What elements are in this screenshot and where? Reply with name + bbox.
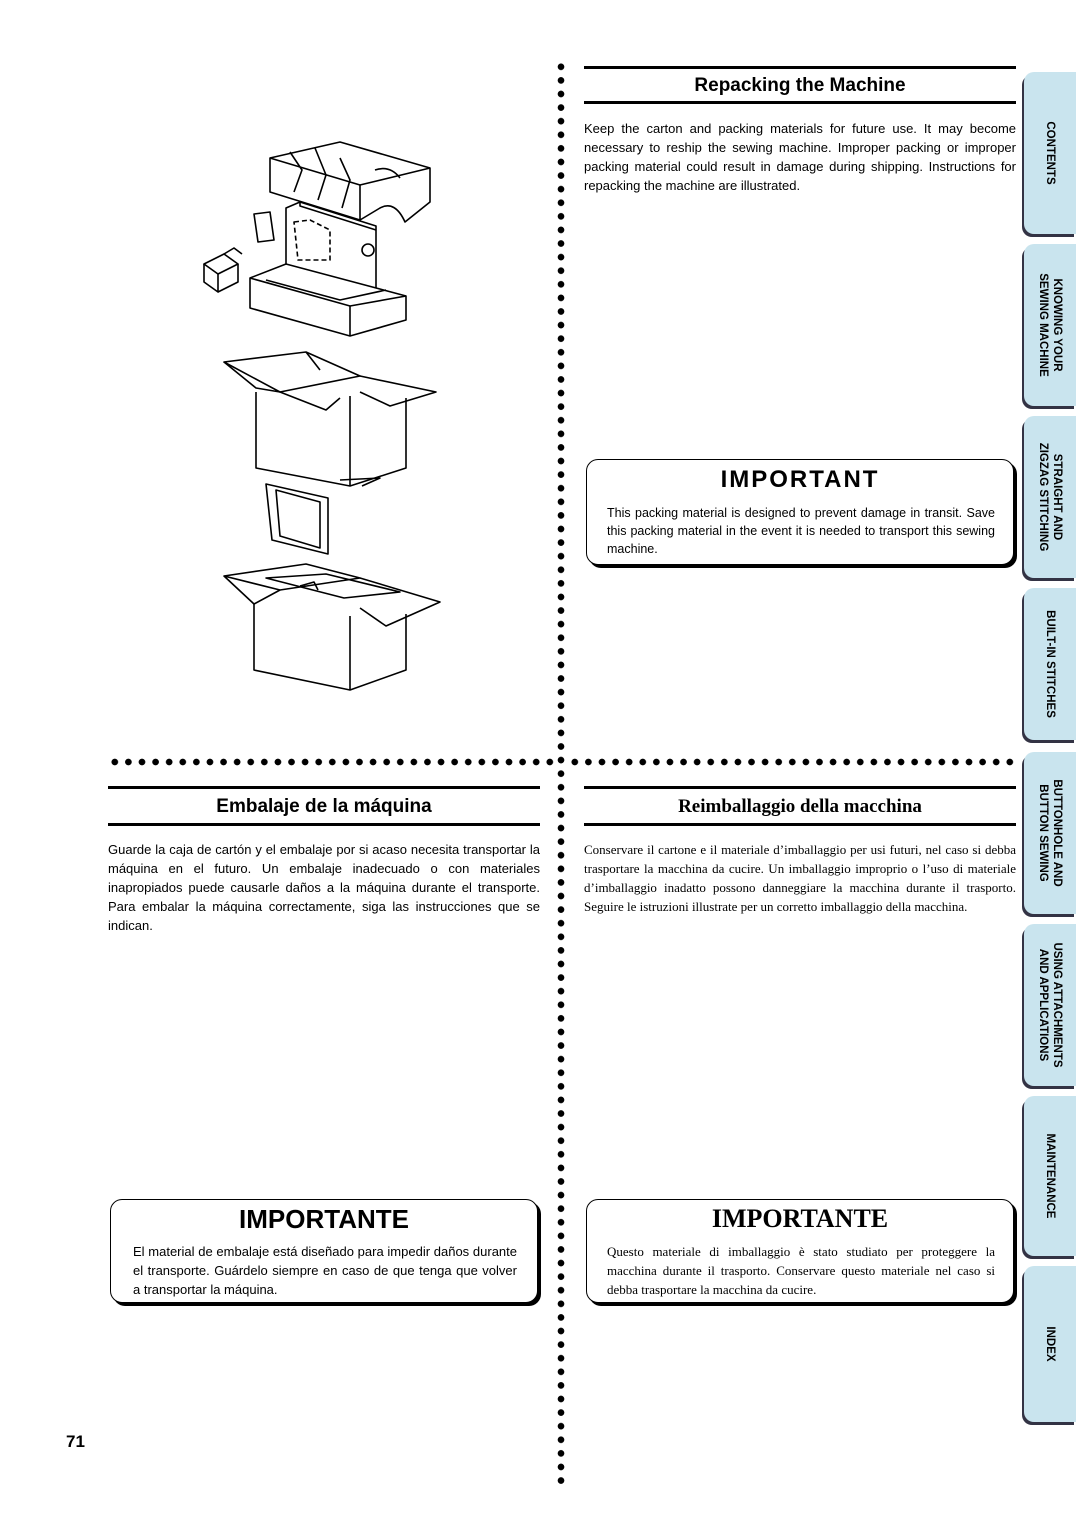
important-title-es: IMPORTANTE — [239, 1204, 409, 1234]
tab-index-label: INDEX — [1044, 1326, 1056, 1362]
important-text-en: This packing material is designed to pre… — [607, 506, 995, 556]
carton-open — [223, 351, 437, 487]
tab-contents[interactable]: CONTENTS — [1024, 72, 1076, 234]
page-number: 71 — [66, 1432, 85, 1451]
body-text-en: Keep the carton and packing materials fo… — [584, 121, 1016, 193]
horizontal-dotted-divider-left — [108, 756, 558, 768]
important-box-en: IMPORTANT This packing material is desig… — [586, 459, 1014, 565]
tab-index[interactable]: INDEX — [1024, 1266, 1076, 1422]
important-title-it: IMPORTANTE — [711, 1204, 889, 1233]
important-box-es: IMPORTANTE El material de embalaje está … — [110, 1199, 538, 1303]
important-title-en: IMPORTANT — [720, 466, 880, 493]
section-heading-es: Embalaje de la máquina — [108, 786, 540, 826]
tab-built-in-label: BUILT-IN STITCHES — [1044, 610, 1056, 718]
cardboard-insert — [265, 483, 329, 555]
manual-booklet — [253, 211, 275, 243]
important-text-es: El material de embalaje está diseñado pa… — [133, 1244, 517, 1297]
body-text-es: Guarde la caja de cartón y el embalaje p… — [108, 842, 540, 933]
tab-built-in-stitches[interactable]: BUILT-IN STITCHES — [1024, 588, 1076, 740]
section-heading-en: Repacking the Machine — [584, 66, 1016, 104]
body-text-it: Conservare il cartone e il materiale d’i… — [584, 842, 1016, 914]
bottom-foam-tray — [249, 263, 407, 337]
repacking-illustration — [203, 141, 441, 691]
carton-packed — [223, 563, 441, 691]
tab-maintenance-label: MAINTENANCE — [1044, 1133, 1056, 1219]
tab-maintenance[interactable]: MAINTENANCE — [1024, 1096, 1076, 1256]
important-box-it: IMPORTANTE Questo materiale di imballagg… — [586, 1199, 1014, 1303]
vertical-dotted-divider — [556, 60, 566, 1490]
section-heading-it: Reimballaggio della macchina — [584, 786, 1016, 826]
tab-contents-label: CONTENTS — [1044, 121, 1056, 185]
top-foam-piece — [269, 141, 431, 223]
accessory-box — [203, 247, 243, 293]
important-text-it: Questo materiale di imballaggio è stato … — [607, 1244, 995, 1297]
horizontal-dotted-divider-right — [568, 756, 1018, 768]
